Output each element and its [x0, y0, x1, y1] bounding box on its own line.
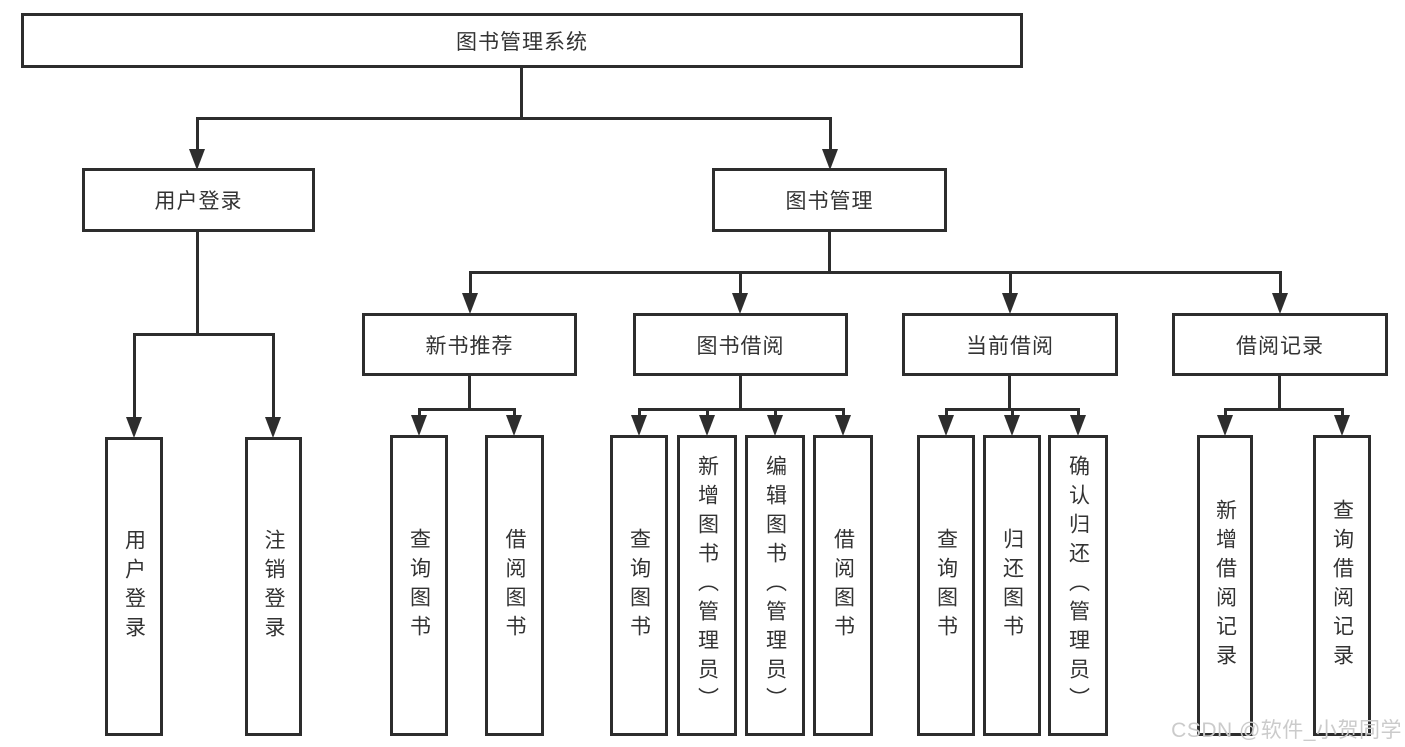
stem-book-borrowing: [739, 376, 742, 410]
arrow-line: [1009, 271, 1012, 295]
arrowhead-down-icon: [126, 417, 142, 438]
arrow-line: [945, 408, 948, 417]
leaf-query-books-recommend: 查询图书: [390, 435, 448, 736]
node-library-management-system: 图书管理系统: [21, 13, 1023, 68]
node-label: 确认归还（管理员）: [1066, 455, 1090, 716]
node-label: 图书管理: [785, 190, 874, 213]
arrow-line: [1224, 408, 1227, 417]
arrowhead-down-icon: [835, 415, 851, 436]
leaf-user-login: 用户登录: [105, 437, 163, 736]
arrow-line: [1011, 408, 1014, 417]
leaf-query-books-borrowing: 查询图书: [610, 435, 668, 736]
node-label: 图书借阅: [696, 334, 785, 358]
arrow-line: [272, 333, 275, 418]
leaf-confirm-return-admin: 确认归还（管理员）: [1048, 435, 1108, 736]
arrow-line: [739, 271, 742, 295]
node-book-borrowing: 图书借阅: [633, 313, 848, 376]
branch-bar-user-login: [133, 333, 274, 336]
leaf-borrow-books: 借阅图书: [813, 435, 873, 736]
arrow-line: [1279, 271, 1282, 295]
stem-new-book-recommend: [468, 376, 471, 410]
arrowhead-down-icon: [189, 149, 205, 170]
leaf-add-books-admin: 新增图书（管理员）: [677, 435, 737, 736]
stem-current-borrowing: [1008, 376, 1011, 410]
arrowhead-down-icon: [265, 417, 281, 438]
branch-bar-borrow-records: [1224, 408, 1343, 411]
branch-bar-book-borrowing: [638, 408, 844, 411]
node-label: 查询借阅记录: [1330, 498, 1354, 673]
arrow-line: [706, 408, 709, 417]
node-label: 编辑图书（管理员）: [763, 455, 787, 716]
leaf-edit-books-admin: 编辑图书（管理员）: [745, 435, 805, 736]
arrowhead-down-icon: [631, 415, 647, 436]
node-label: 归还图书: [1000, 527, 1024, 644]
arrow-line: [829, 117, 832, 150]
node-label: 借阅图书: [831, 527, 855, 644]
arrowhead-down-icon: [462, 293, 478, 314]
stem-root: [520, 68, 523, 120]
node-label: 借阅记录: [1236, 334, 1324, 358]
node-label: 新增借阅记录: [1213, 498, 1237, 673]
arrowhead-down-icon: [411, 415, 427, 436]
leaf-query-borrow-record: 查询借阅记录: [1313, 435, 1371, 736]
arrowhead-down-icon: [1070, 415, 1086, 436]
node-label: 查询图书: [627, 527, 651, 644]
arrowhead-down-icon: [767, 415, 783, 436]
node-label: 图书管理系统: [456, 30, 588, 54]
arrow-line: [1077, 408, 1080, 417]
arrowhead-down-icon: [506, 415, 522, 436]
leaf-query-books-current: 查询图书: [917, 435, 975, 736]
arrowhead-down-icon: [938, 415, 954, 436]
leaf-logout: 注销登录: [245, 437, 302, 736]
node-label: 用户登录: [154, 190, 243, 213]
node-label: 查询图书: [934, 527, 958, 644]
stem-user-login: [196, 232, 199, 335]
node-label: 借阅图书: [503, 527, 526, 644]
arrowhead-down-icon: [732, 293, 748, 314]
arrowhead-down-icon: [1004, 415, 1020, 436]
node-label: 当前借阅: [966, 334, 1054, 358]
branch-bar-book-management: [469, 271, 1281, 274]
leaf-borrow-books-recommend: 借阅图书: [485, 435, 544, 736]
branch-bar-root: [196, 117, 831, 120]
arrowhead-down-icon: [1334, 415, 1350, 436]
arrowhead-down-icon: [1217, 415, 1233, 436]
node-borrow-records: 借阅记录: [1172, 313, 1388, 376]
stem-book-management: [828, 232, 831, 273]
arrowhead-down-icon: [822, 149, 838, 170]
node-label: 查询图书: [407, 527, 431, 644]
arrow-line: [513, 408, 516, 417]
node-user-login: 用户登录: [82, 168, 315, 232]
node-current-borrowing: 当前借阅: [902, 313, 1118, 376]
node-label: 新书推荐: [425, 334, 514, 358]
node-label: 用户登录: [122, 528, 146, 645]
arrow-line: [842, 408, 845, 417]
node-new-book-recommend: 新书推荐: [362, 313, 577, 376]
leaf-add-borrow-record: 新增借阅记录: [1197, 435, 1253, 736]
arrow-line: [1341, 408, 1344, 417]
arrow-line: [638, 408, 641, 417]
arrowhead-down-icon: [1002, 293, 1018, 314]
csdn-watermark: CSDN @软件_小贺同学: [1171, 719, 1402, 742]
stem-borrow-records: [1278, 376, 1281, 410]
node-label: 注销登录: [262, 528, 285, 645]
arrow-line: [469, 271, 472, 295]
arrowhead-down-icon: [1272, 293, 1288, 314]
node-book-management: 图书管理: [712, 168, 947, 232]
branch-bar-new-book-recommend: [418, 408, 515, 411]
arrow-line: [418, 408, 421, 417]
arrow-line: [774, 408, 777, 417]
leaf-return-books: 归还图书: [983, 435, 1041, 736]
arrow-line: [196, 117, 199, 150]
arrow-line: [133, 333, 136, 418]
node-label: 新增图书（管理员）: [695, 455, 719, 716]
arrowhead-down-icon: [699, 415, 715, 436]
